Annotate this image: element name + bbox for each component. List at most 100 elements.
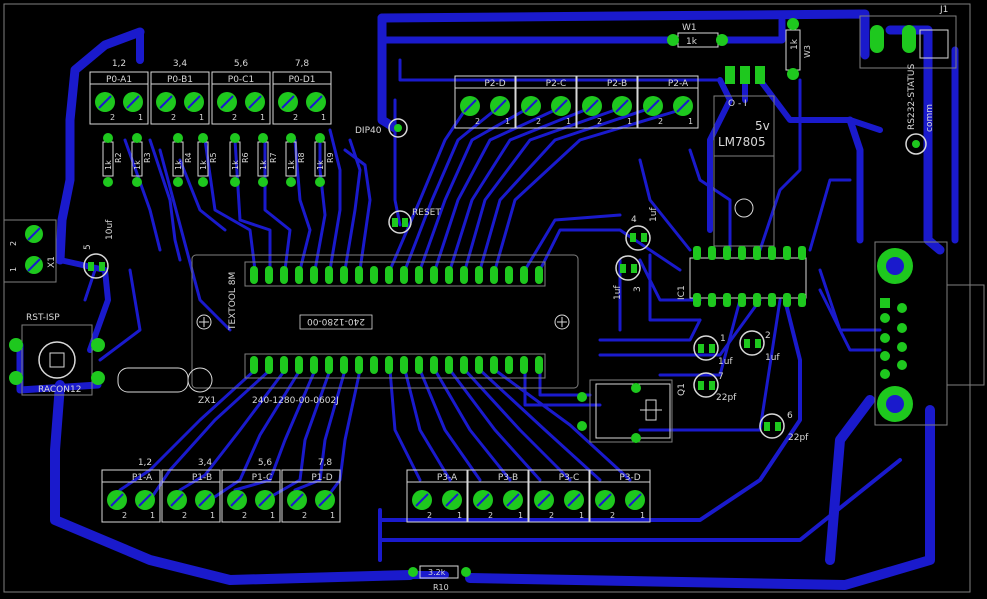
- resistor-value: 1k: [231, 160, 240, 170]
- header-p1-pins: 7,8: [318, 458, 333, 468]
- socket-pin: [310, 356, 318, 374]
- capacitor-6: 6 22pf: [759, 411, 809, 443]
- socket-pin: [265, 266, 273, 284]
- socket-pin: [430, 266, 438, 284]
- zx1-label: ZX1: [198, 396, 216, 406]
- w3-label: W3: [803, 45, 812, 58]
- terminal-pin-2: 2: [122, 511, 127, 520]
- terminal-pin-2: 2: [293, 113, 298, 122]
- ic1-pin: [708, 246, 716, 260]
- header-p3-name: P3-B: [498, 473, 518, 483]
- cap1-label: 1: [720, 334, 726, 344]
- racon-label: RACON12: [38, 385, 81, 395]
- terminal-pin-2: 2: [427, 511, 432, 520]
- ic1-label: IC1: [677, 285, 687, 300]
- header-p2-name: P2-A: [668, 79, 689, 89]
- x1-connector: 2 1 X1: [9, 225, 57, 274]
- cap7-label: 7: [718, 372, 724, 382]
- cap7-value: 22pf: [716, 393, 737, 403]
- socket-pin: [355, 266, 363, 284]
- terminal-pin-2: 2: [536, 117, 541, 126]
- header-p0-pins: 3,4: [173, 59, 188, 69]
- ic1: IC1: [677, 246, 807, 307]
- header-p0-pins: 5,6: [234, 59, 249, 69]
- socket-pin: [280, 356, 288, 374]
- terminal-pin-2: 2: [475, 117, 480, 126]
- resistor-value: 1k: [259, 160, 268, 170]
- resistor-value: 1k: [133, 160, 142, 170]
- regulator-pins: O - I: [728, 99, 747, 109]
- board-outline: [3, 3, 985, 593]
- ic1-pin: [753, 293, 761, 307]
- cap3-label: 3: [633, 286, 643, 292]
- terminal-pin-2: 2: [171, 113, 176, 122]
- terminal-pin-1: 1: [579, 511, 584, 520]
- ic1-pin: [783, 246, 791, 260]
- terminal-pin-2: 2: [658, 117, 663, 126]
- ic1-pin: [798, 293, 806, 307]
- socket-pin: [370, 266, 378, 284]
- ic1-pin: [768, 293, 776, 307]
- regulator-volt: 5v: [755, 119, 770, 133]
- w1-jumper: W1 1k: [667, 23, 728, 48]
- socket-pin: [490, 356, 498, 374]
- crystal-q1: Q1: [577, 383, 687, 443]
- cap4-value: 1uf: [649, 207, 659, 222]
- dip40-marker: DIP40: [355, 118, 408, 138]
- reset-label: RESET: [412, 208, 441, 218]
- socket-pin: [415, 356, 423, 374]
- socket-pin: [415, 266, 423, 284]
- socket-pin: [325, 266, 333, 284]
- terminal-pin-1: 1: [150, 511, 155, 520]
- ic1-pin: [708, 293, 716, 307]
- socket-pin: [250, 266, 258, 284]
- header-p1-name: P1-C: [252, 473, 273, 483]
- ic1-pin: [738, 246, 746, 260]
- capacitor-4: 4 1uf: [625, 207, 659, 251]
- header-p2-name: P2-C: [546, 79, 567, 89]
- socket-pin: [520, 356, 528, 374]
- socket-pin: [340, 266, 348, 284]
- zif-lever: ZX1: [117, 367, 216, 406]
- ic1-pin: [783, 293, 791, 307]
- header-p1-name: P1-B: [192, 473, 212, 483]
- x1-pin1: 1: [9, 267, 18, 272]
- socket-pin: [385, 266, 393, 284]
- socket-vendor-label: TEXTOOL 8M: [228, 272, 238, 331]
- regulator-part: LM7805: [718, 135, 766, 149]
- resistor-ref: R7: [269, 152, 278, 163]
- ic1-pin: [768, 246, 776, 260]
- resistor-ref: R9: [326, 152, 335, 163]
- r10-value: 3.2k: [428, 568, 446, 577]
- terminal-pin-1: 1: [640, 511, 645, 520]
- copper-traces: [16, 9, 959, 590]
- terminal-pin-1: 1: [330, 511, 335, 520]
- capacitor-7: 7 22pf: [693, 372, 737, 403]
- socket-pin: [460, 356, 468, 374]
- socket-pin: [400, 356, 408, 374]
- reset-capacitor: RESET: [388, 208, 441, 234]
- terminal-pin-1: 1: [518, 511, 523, 520]
- socket-pin: [325, 356, 333, 374]
- terminal-pin-1: 1: [210, 511, 215, 520]
- resistor-ref: R8: [297, 152, 306, 163]
- cap4-label: 4: [631, 215, 637, 225]
- header-p2-name: P2-B: [607, 79, 627, 89]
- header-p3-name: P3-A: [437, 473, 458, 483]
- cap2-label: 2: [765, 331, 771, 341]
- header-p0-name: P0-A1: [106, 75, 132, 85]
- cap5-value: 10uf: [105, 219, 115, 240]
